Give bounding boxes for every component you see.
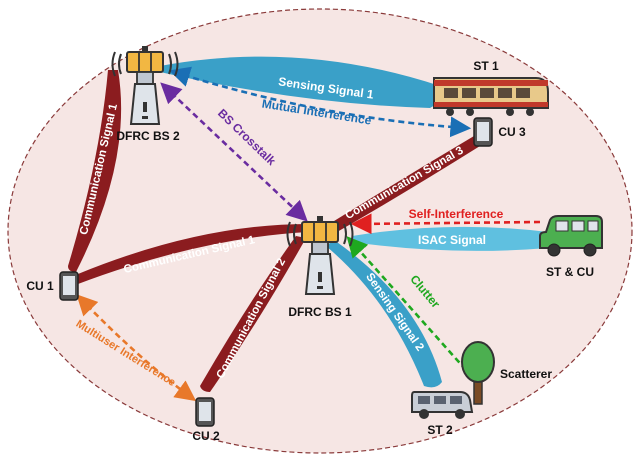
st-and-cu: ST & CU (539, 215, 603, 279)
van-icon (411, 391, 474, 419)
scatterer: Scatterer (461, 341, 552, 405)
st-2: ST 2 (411, 391, 474, 437)
dfrc-bs-2-label: DFRC BS 2 (116, 129, 180, 143)
cu-1-label: CU 1 (26, 279, 54, 293)
cu-3: CU 3 (473, 117, 526, 147)
dfrc-bs-1-label: DFRC BS 1 (288, 305, 352, 319)
st-2-label: ST 2 (427, 423, 453, 437)
base-station-icon (286, 216, 354, 295)
phone-icon (59, 271, 79, 301)
cu-2: CU 2 (192, 397, 220, 443)
st-1-label: ST 1 (473, 59, 499, 73)
phone-icon (473, 117, 493, 147)
scatterer-label: Scatterer (500, 367, 552, 381)
cu-3-label: CU 3 (498, 125, 526, 139)
dfrc-bs-2: DFRC BS 2 (111, 46, 180, 143)
cu-1: CU 1 (26, 271, 79, 301)
self-interference-label: Self-Interference (409, 207, 504, 221)
self-interference-arrow: Self-Interference (350, 207, 541, 235)
cu-2-label: CU 2 (192, 429, 220, 443)
car-icon (539, 215, 603, 257)
isac-signal-label: ISAC Signal (418, 233, 486, 247)
phone-icon (195, 397, 215, 427)
st-1: ST 1 (433, 59, 549, 116)
isac-signal-beam: ISAC Signal (352, 226, 550, 251)
tree-icon (461, 341, 495, 405)
train-icon (433, 77, 549, 116)
base-station-icon (111, 46, 179, 125)
st-and-cu-label: ST & CU (546, 265, 594, 279)
dfrc-bs-1: DFRC BS 1 (286, 216, 354, 319)
